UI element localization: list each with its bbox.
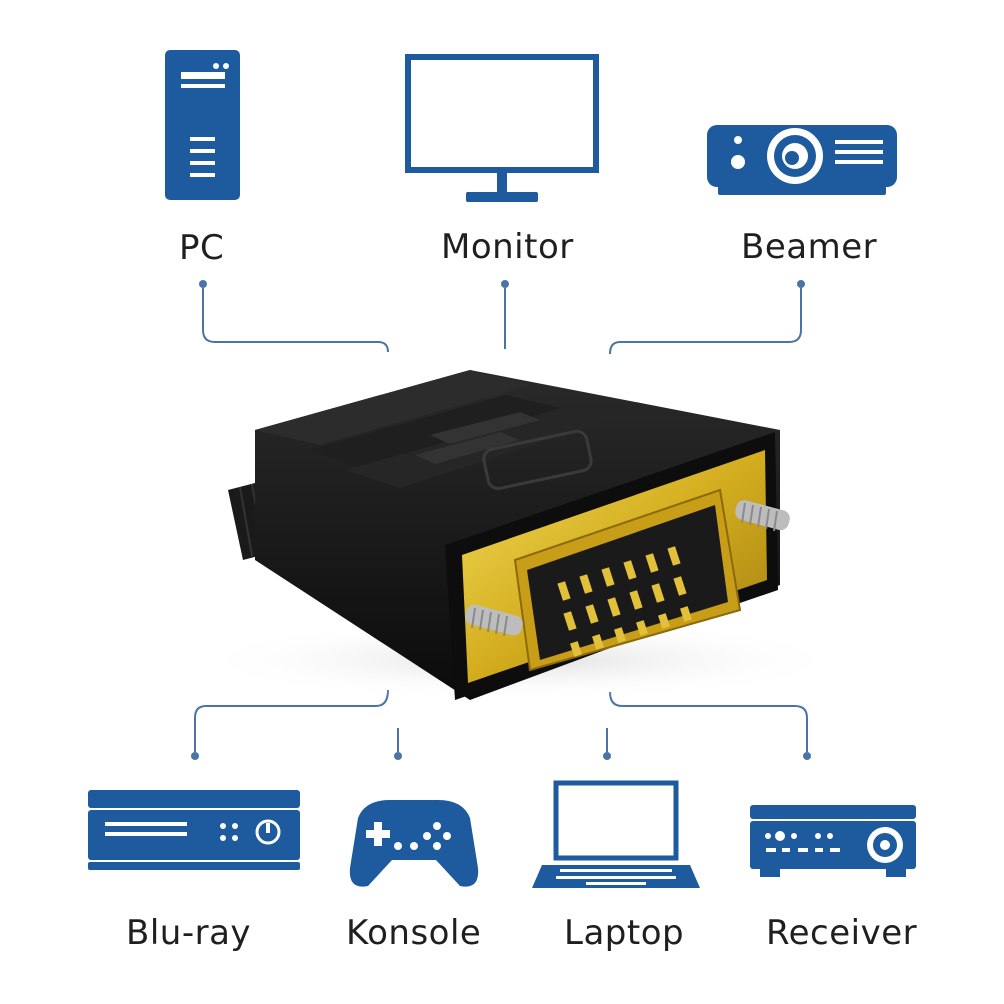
laptop-icon	[532, 780, 700, 888]
projector-icon	[707, 125, 897, 195]
pc-tower-icon	[165, 50, 240, 200]
monitor-label: Monitor	[441, 227, 574, 267]
top-connector-lines	[199, 280, 805, 355]
gamepad-icon	[349, 800, 479, 887]
konsole-label: Konsole	[346, 913, 482, 953]
beamer-label: Beamer	[741, 227, 878, 267]
dvi-hdmi-adapter-image	[190, 370, 850, 700]
laptop-label: Laptop	[564, 913, 685, 953]
monitor-icon	[405, 54, 599, 202]
pc-label: PC	[179, 228, 225, 268]
receiver-icon	[750, 805, 916, 877]
bottom-connector-lines	[191, 689, 811, 760]
thumbscrew-left	[465, 604, 523, 637]
bluray-label: Blu-ray	[126, 913, 252, 953]
bluray-player-icon	[88, 790, 300, 870]
receiver-label: Receiver	[766, 913, 918, 953]
thumbscrew-right	[735, 500, 790, 532]
